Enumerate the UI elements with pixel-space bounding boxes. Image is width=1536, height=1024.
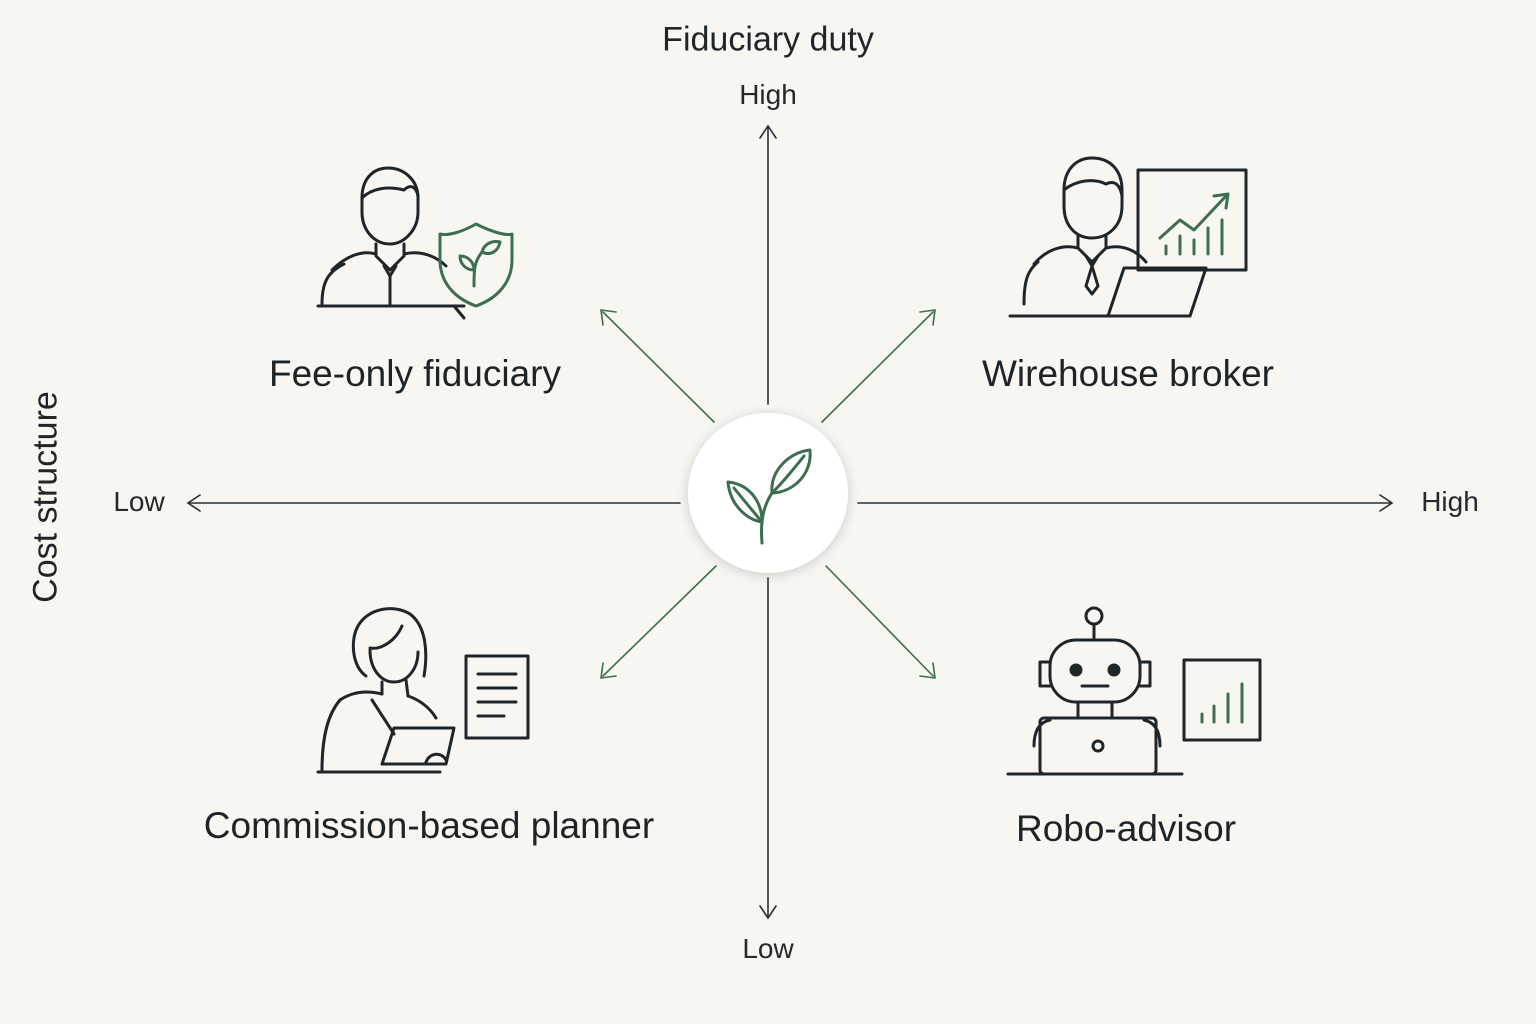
arrow-bottom-right	[825, 565, 936, 679]
robot-laptop-icon	[1006, 606, 1262, 776]
arrow-top-right	[821, 309, 936, 423]
quadrant-label-bottom-left: Commission-based planner	[203, 805, 655, 846]
broker-chart-person-icon	[1008, 156, 1248, 318]
x-axis-high-label: High	[1421, 486, 1479, 517]
y-axis-title: Fiduciary duty	[662, 20, 874, 59]
diagonal-arrows	[600, 309, 936, 679]
x-axis-low-label: Low	[113, 486, 165, 517]
x-axis-title: Cost structure	[26, 391, 65, 603]
quadrant-label-bottom-right: Robo-advisor	[1015, 808, 1237, 849]
arrow-bottom-left	[600, 565, 717, 679]
center-hub	[688, 413, 848, 573]
y-axis	[759, 124, 777, 920]
arrow-top-left	[600, 309, 715, 423]
quadrant-label-top-right: Wirehouse broker	[981, 353, 1275, 394]
x-axis	[186, 494, 1394, 512]
planner-document-person-icon	[316, 607, 530, 774]
y-axis-low-label: Low	[742, 933, 794, 964]
y-axis-high-label: High	[739, 79, 797, 110]
fiduciary-shield-person-icon	[316, 166, 514, 320]
leaf-icon	[726, 448, 812, 545]
quadrant-label-top-left: Fee-only fiduciary	[268, 353, 562, 394]
